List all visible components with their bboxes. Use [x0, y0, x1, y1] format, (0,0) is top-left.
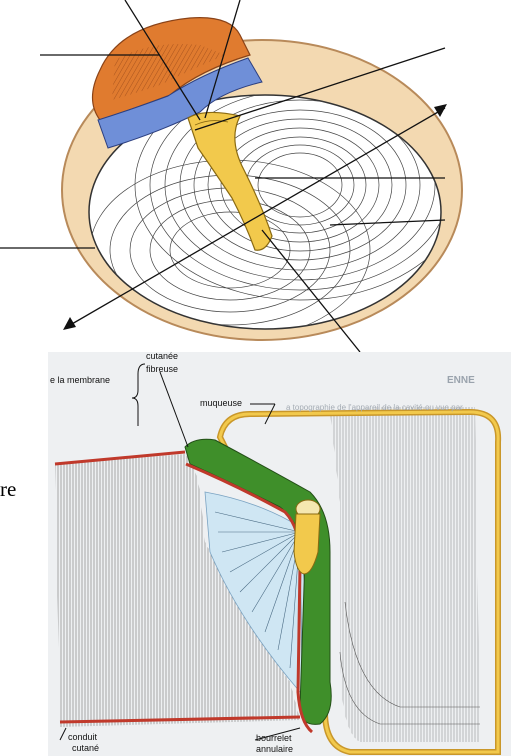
label-annulaire: annulaire [256, 745, 293, 754]
label-fibreuse: fibreuse [146, 365, 178, 374]
membrane-layers-section: ENNE a topographie de l'appareil de la c… [0, 352, 511, 756]
section-drawing [0, 352, 511, 756]
label-cutane: cutané [72, 744, 99, 753]
tympanic-membrane-external-view [0, 0, 511, 352]
label-cutanee: cutanée [146, 352, 178, 361]
label-conduit: conduit [68, 733, 97, 742]
label-bourrelet: bourrelet [256, 734, 292, 743]
tympanic-cavity [330, 407, 480, 742]
faded-heading: ENNE [447, 376, 475, 386]
label-side-fragment: re [0, 479, 16, 500]
faded-caption-line: a topographie de l'appareil de la cavité… [286, 404, 463, 412]
label-membrane: e la membrane [50, 376, 110, 385]
label-muqueuse: muqueuse [200, 399, 242, 408]
membrane-drawing [0, 0, 511, 352]
